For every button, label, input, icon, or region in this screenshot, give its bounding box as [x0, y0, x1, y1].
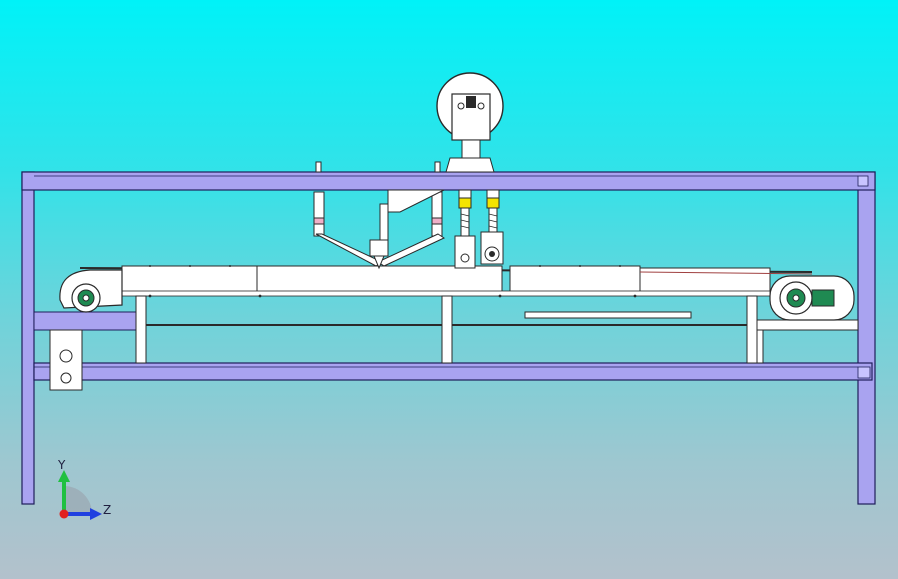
right-pulley[interactable]	[769, 275, 855, 321]
left-frame-post[interactable]	[21, 171, 35, 505]
left-bearing-shelf[interactable]	[33, 311, 137, 391]
support-legs[interactable]	[135, 295, 758, 364]
right-frame-post[interactable]	[857, 171, 876, 505]
spool-wheel[interactable]	[436, 72, 504, 173]
right-bearing-shelf[interactable]	[756, 319, 859, 364]
axis-z-arrow-icon	[64, 508, 102, 520]
axis-z-label: Z	[103, 503, 112, 517]
spring-columns[interactable]	[454, 189, 504, 269]
top-frame-beam[interactable]	[21, 171, 876, 191]
axis-y-arrow-icon	[58, 470, 70, 514]
orientation-triad	[58, 470, 102, 520]
axis-y-label: Y	[58, 458, 66, 472]
axis-x-origin-icon	[59, 509, 69, 519]
lever-mechanism[interactable]	[313, 161, 446, 270]
bottom-frame-beam[interactable]	[33, 362, 873, 381]
left-pulley[interactable]	[59, 269, 123, 313]
conveyor-belt[interactable]	[79, 265, 813, 326]
